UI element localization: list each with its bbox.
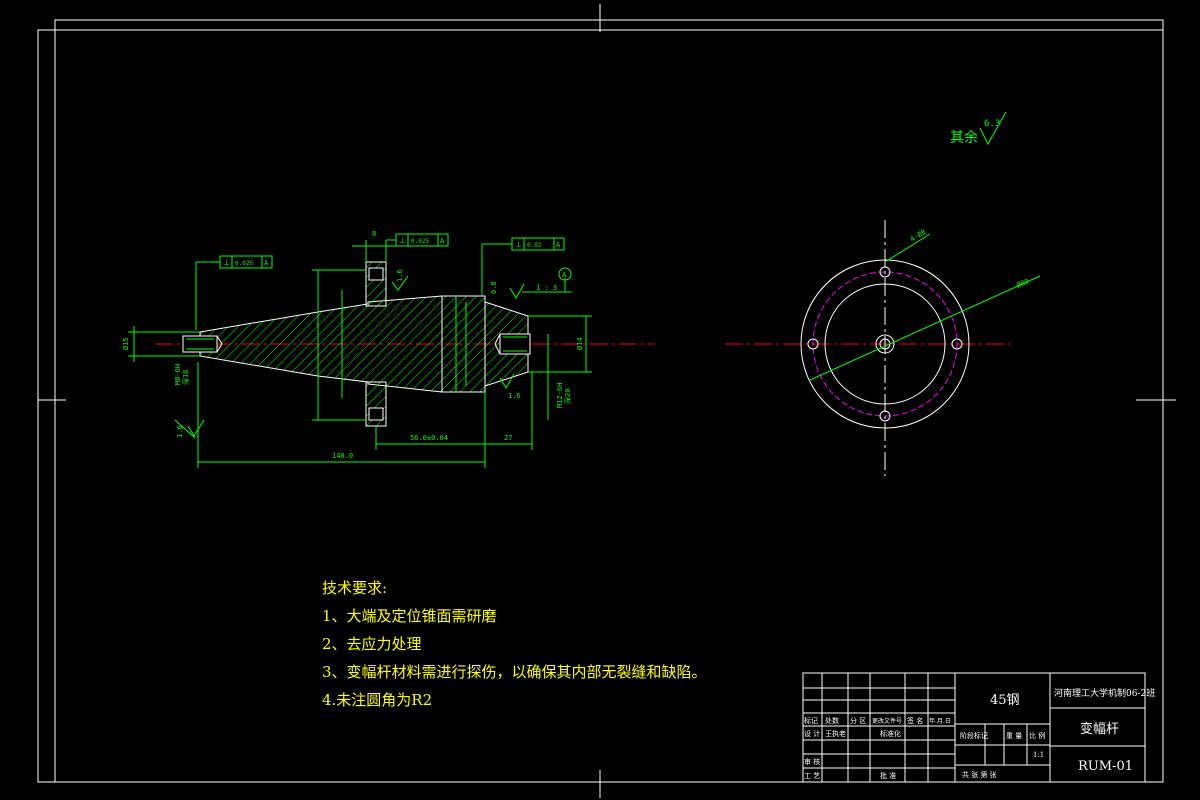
dim-taper: 1 : 3 xyxy=(536,284,557,292)
svg-text:0.02: 0.02 xyxy=(527,242,542,249)
horn-section xyxy=(199,295,529,393)
tb-standard: 标准化 xyxy=(880,729,901,738)
tb-process: 工 艺 xyxy=(804,772,820,780)
dim-right-thread: M12-6H xyxy=(556,383,564,408)
tb-school: 河南理工大学机制06-2班 xyxy=(1054,687,1155,699)
tb-drawing-no: RUM-01 xyxy=(1078,759,1133,774)
tb-ratio: 比 例 xyxy=(1029,731,1045,740)
tb-sign: 签 名 xyxy=(907,716,923,725)
dim-right-dia: Ø14 xyxy=(576,337,584,350)
svg-text:6.3: 6.3 xyxy=(984,119,1000,129)
front-view: 140.0 56.0±0.04 27 8 Ø15 M8-6H 深16 1.6 1… xyxy=(122,230,655,468)
tb-part-name: 变幅杆 xyxy=(1080,721,1119,737)
inner-circle xyxy=(824,283,946,405)
dim-left-thread-depth: 深16 xyxy=(181,370,190,385)
dim-overall-length: 140.0 xyxy=(332,452,353,460)
tolerance-frame-3 xyxy=(511,237,565,251)
tb-review: 审 核 xyxy=(804,757,820,766)
dim-pcd-callout: Ø80 xyxy=(1015,277,1030,290)
svg-text:0.025: 0.025 xyxy=(411,238,429,245)
svg-text:其余: 其余 xyxy=(950,129,978,146)
svg-text:A: A xyxy=(562,271,567,279)
technical-notes: 技术要求: 1、大端及定位锥面需研磨 2、去应力处理 3、变幅杆材料需进行探伤，… xyxy=(322,574,707,714)
tb-count: 处数 xyxy=(825,716,839,725)
dim-tail-length: 27 xyxy=(504,434,512,442)
dim-mid-length: 56.0±0.04 xyxy=(410,434,448,442)
dim-flange-thickness: 8 xyxy=(372,230,376,238)
tolerance-frame-2 xyxy=(395,233,449,247)
roughness-other: 其余 6.3 xyxy=(950,111,1007,146)
svg-text:⊥: ⊥ xyxy=(399,236,406,245)
tb-design: 设 计 xyxy=(804,729,820,738)
tb-sheets: 共 张 第 张 xyxy=(962,770,997,779)
title-block xyxy=(802,672,1146,783)
pcd-circle xyxy=(812,271,958,417)
svg-text:⊥: ⊥ xyxy=(223,258,230,267)
note-item-4: 4.未注圆角为R2 xyxy=(322,691,433,709)
dim-left-thread: M8-6H xyxy=(174,364,182,385)
note-item-1: 1、大端及定位锥面需研磨 xyxy=(322,607,497,625)
svg-text:A: A xyxy=(264,259,269,267)
tb-material: 45钢 xyxy=(990,693,1020,708)
note-item-3: 3、变幅杆材料需进行探伤，以确保其内部无裂缝和缺陷。 xyxy=(322,663,707,681)
dim-left-dia: Ø15 xyxy=(122,337,130,350)
tb-date: 年.月.日 xyxy=(929,717,951,725)
tolerance-frame-1 xyxy=(219,255,273,269)
note-item-2: 2、去应力处理 xyxy=(322,635,422,653)
dim-roughness-small: 0.8 xyxy=(490,281,498,294)
tb-scale: 1:1 xyxy=(1033,751,1044,759)
tb-weight: 重 量 xyxy=(1006,732,1022,740)
dim-roughness-flange: 1.6 xyxy=(396,269,404,282)
dim-roughness-left: 1.6 xyxy=(176,425,184,438)
svg-text:0.025: 0.025 xyxy=(235,260,253,267)
tb-designer: 王执老 xyxy=(825,729,846,738)
sheet-border xyxy=(37,4,1176,798)
tb-change-doc: 更改文件号 xyxy=(872,717,902,725)
outer-circle xyxy=(800,259,970,429)
notes-title: 技术要求: xyxy=(322,579,388,597)
svg-text:⊥: ⊥ xyxy=(515,240,522,249)
dim-roughness-cone: 1.6 xyxy=(508,392,521,400)
tb-zone: 分 区 xyxy=(850,716,866,725)
datum-a: A xyxy=(558,267,572,281)
dim-right-thread-depth: 深20 xyxy=(563,389,572,404)
tb-approve: 批 准 xyxy=(880,771,896,780)
svg-text:A: A xyxy=(556,241,561,249)
tb-stage: 阶段标记 xyxy=(960,731,988,740)
svg-text:A: A xyxy=(440,237,445,245)
side-view: 4-Ø8 Ø80 xyxy=(725,220,1041,476)
tb-mark: 标记 xyxy=(804,716,818,725)
